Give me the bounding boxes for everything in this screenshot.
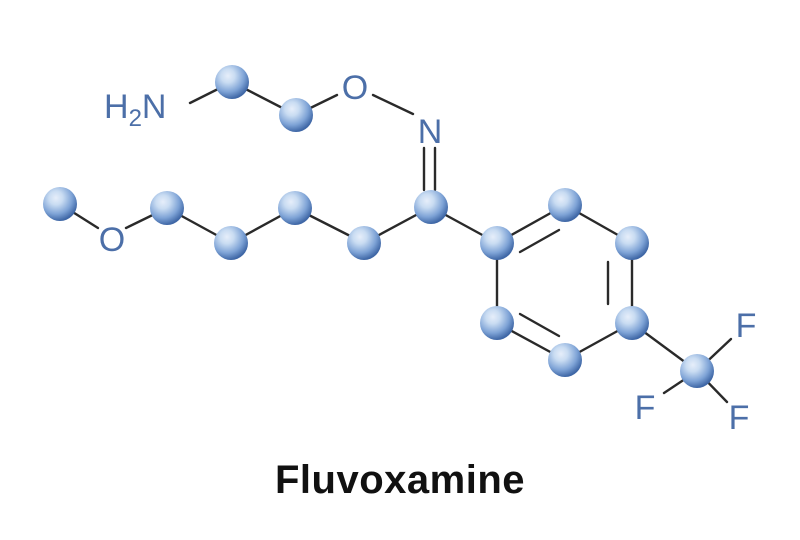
atom-carbon-ring-1 — [480, 226, 514, 260]
bond-ring-inner-3 — [518, 312, 561, 338]
atom-carbon-chain-3 — [278, 191, 312, 225]
fluorine-label-3: F — [729, 399, 750, 437]
amine-h-label: H — [104, 88, 129, 126]
bond-ring-inner-1 — [518, 228, 561, 254]
atom-carbon-ethyl-2 — [279, 98, 313, 132]
molecule-name-title: Fluvoxamine — [274, 458, 525, 502]
fluorine-label-2: F — [635, 389, 656, 427]
atom-labels: H2N O N O F F F — [99, 69, 757, 437]
amine-label: H2N — [104, 88, 166, 132]
atom-carbon-ring-4 — [615, 306, 649, 340]
amine-n-label: N — [142, 88, 167, 126]
atom-carbon-chain-2 — [214, 226, 248, 260]
atom-carbon-imine — [414, 190, 448, 224]
atom-carbon-chain-1 — [150, 191, 184, 225]
fluorine-label-1: F — [736, 307, 757, 345]
atom-carbon-trifluoromethyl — [680, 354, 714, 388]
atom-carbon-ethyl-1 — [215, 65, 249, 99]
atom-carbon-ring-5 — [548, 343, 582, 377]
molecule-svg: H2N O N O F F F — [43, 65, 757, 437]
atom-carbon-ring-3 — [615, 226, 649, 260]
ether-oxygen-label: O — [99, 221, 125, 259]
atom-carbon-methyl — [43, 187, 77, 221]
amine-subscript-label: 2 — [129, 105, 142, 132]
bond-o-n — [371, 93, 415, 116]
oxime-oxygen-label: O — [342, 69, 368, 107]
atom-carbon-ring-2 — [548, 188, 582, 222]
oxime-nitrogen-label: N — [418, 113, 443, 151]
atom-carbon-chain-4 — [347, 226, 381, 260]
atom-carbon-ring-6 — [480, 306, 514, 340]
atoms — [43, 65, 714, 388]
